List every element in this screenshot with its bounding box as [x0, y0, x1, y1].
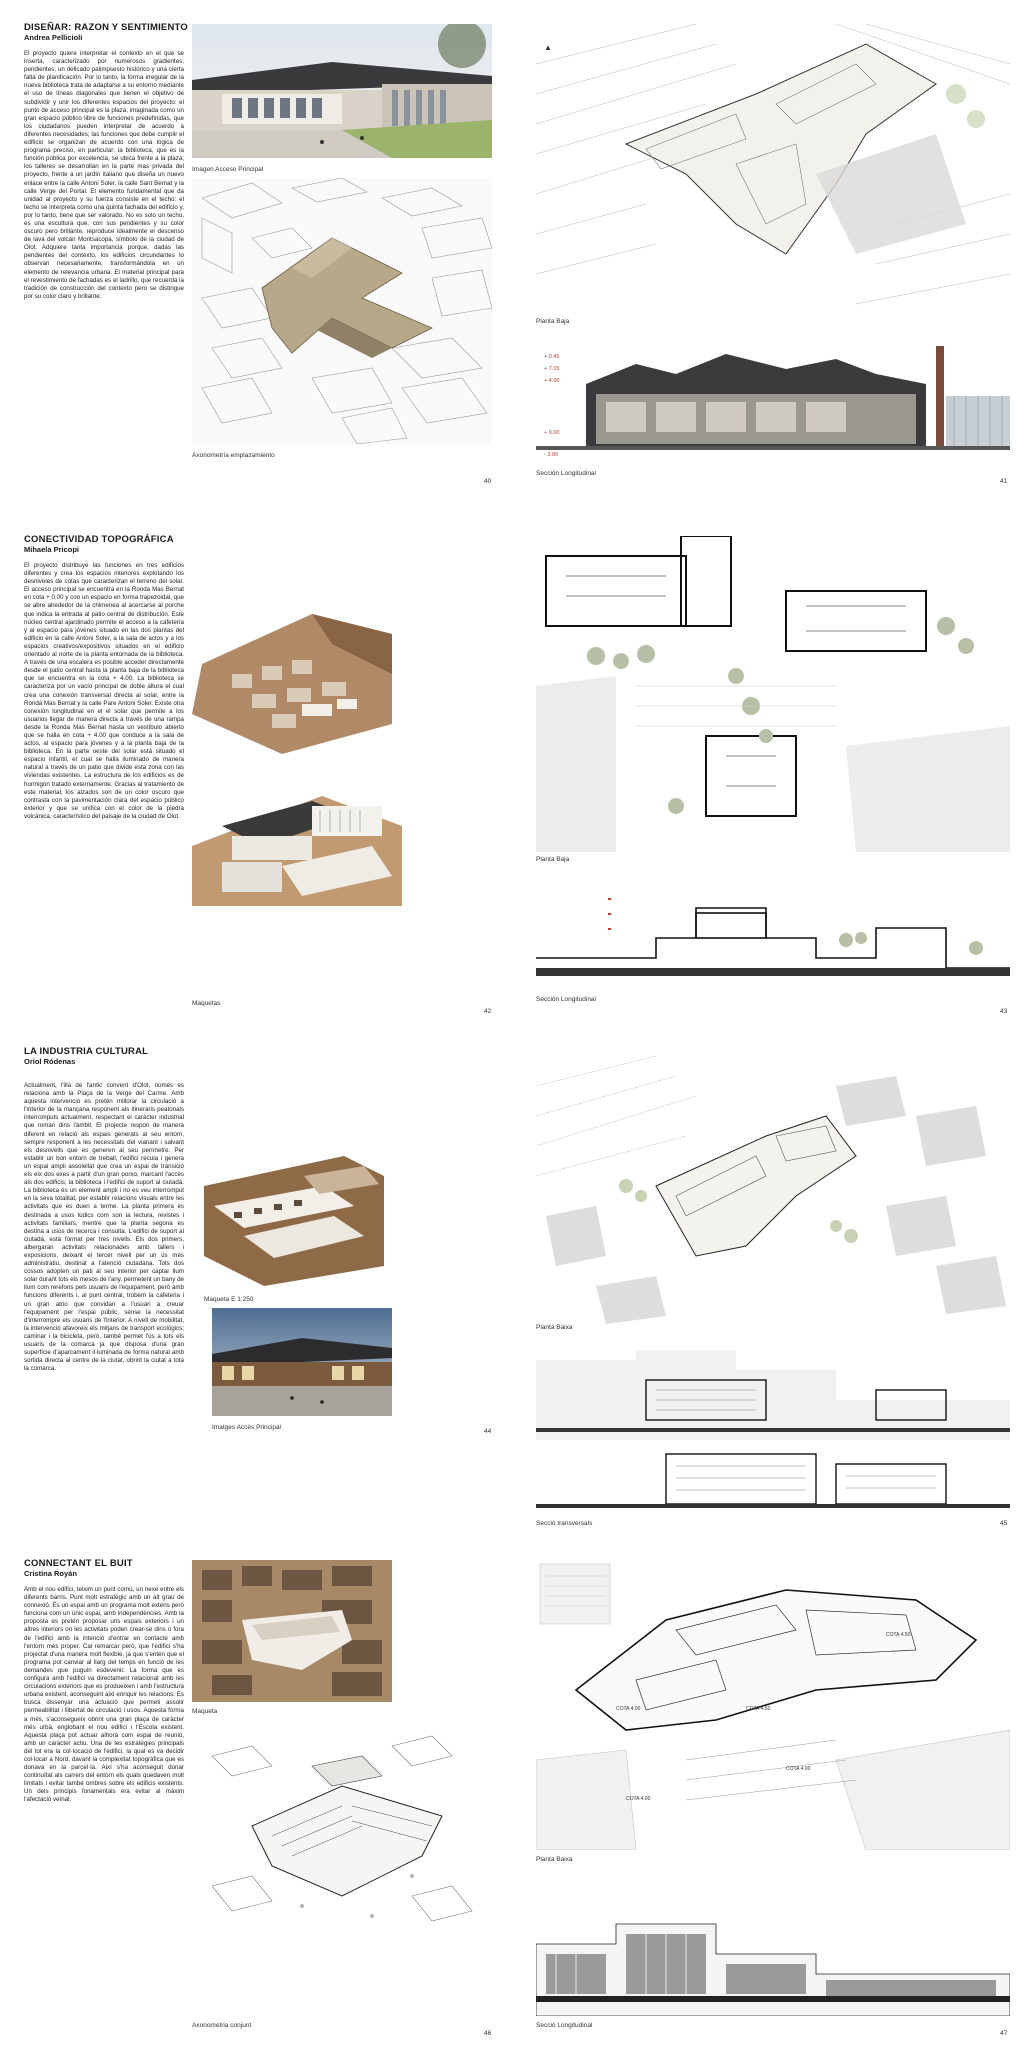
caption-axonometry: Axonometría emplazamiento [192, 452, 275, 459]
spread-44-45: LA INDUSTRIA CULTURAL Oriol Ródenas Actu… [0, 1024, 1024, 1536]
page-41: ▲ Planta Baja + 9.45 + 7.15 + 4.00 + 0.0… [512, 0, 1024, 512]
model-photo [204, 1156, 384, 1286]
page-number: 40 [484, 478, 492, 485]
page-number: 45 [1000, 1520, 1008, 1527]
page-46: CONNECTANT EL BUIT Cristina Royán Amb el… [0, 1536, 512, 2048]
project-author: Oriol Ródenas [24, 1057, 76, 1066]
longitudinal-section-drawing: + 9.45 + 7.15 + 4.00 + 0.00 - 3.00 [536, 334, 1010, 466]
spread-40-41: DISEÑAR: RAZON Y SENTIMIENTO Andrea Pell… [0, 0, 1024, 512]
caption-axonometry: Axonometria conjunt [192, 2022, 252, 2029]
caption-section: Sección Longitudinal [536, 470, 596, 477]
model-photo-site [192, 604, 392, 754]
render-main-access-image [192, 24, 492, 158]
level-label: COTA 4.00 [786, 1766, 811, 1772]
page-number: 41 [1000, 478, 1008, 485]
project-title: CONNECTANT EL BUIT [24, 1558, 133, 1569]
spread-42-43: CONECTIVIDAD TOPOGRÁFICA Mihaela Pricopi… [0, 512, 1024, 1024]
model-photo-detail [192, 766, 402, 906]
project-author: Andrea Pellicioli [24, 33, 83, 42]
caption-plan: Planta Baixa [536, 1856, 573, 1863]
page-number: 44 [484, 1428, 492, 1435]
caption-section: Secció transversals [536, 1520, 593, 1527]
page-47: COTA 4.50 COTA 4.00 COTA 4.50 COTA 4.00 … [512, 1536, 1024, 2048]
level-label: COTA 4.50 [886, 1632, 911, 1638]
page-number: 46 [484, 2030, 492, 2037]
axonometry-site-drawing [192, 178, 492, 444]
level-label: + 0.00 [544, 430, 559, 436]
spread-46-47: CONNECTANT EL BUIT Cristina Royán Amb el… [0, 1536, 1024, 2048]
ground-floor-plan-drawing: COTA 4.50 COTA 4.00 COTA 4.50 COTA 4.00 … [536, 1560, 1010, 1850]
caption-plan: Planta Baja [536, 318, 570, 325]
caption-plan: Planta Baja [536, 856, 570, 863]
caption-plan: Planta Baixa [536, 1324, 573, 1331]
caption-model: Maqueta [192, 1708, 218, 1715]
project-title: DISEÑAR: RAZON Y SENTIMIENTO [24, 22, 188, 33]
level-label: COTA 4.00 [616, 1706, 641, 1712]
page-43: Planta Baja Sección Longitudinal 43 [512, 512, 1024, 1024]
project-title: LA INDUSTRIA CULTURAL [24, 1046, 149, 1057]
ground-floor-plan-drawing: ▲ [536, 24, 1010, 314]
project-title: CONECTIVIDAD TOPOGRÁFICA [24, 534, 174, 545]
page-42: CONECTIVIDAD TOPOGRÁFICA Mihaela Pricopi… [0, 512, 512, 1024]
model-photo [192, 1560, 392, 1702]
page-number: 42 [484, 1008, 492, 1015]
caption-section: Sección Longitudinal [536, 996, 596, 1003]
page-44: LA INDUSTRIA CULTURAL Oriol Ródenas Actu… [0, 1024, 512, 1536]
level-label: + 9.45 [544, 354, 559, 360]
ground-floor-plan-drawing [536, 1056, 1010, 1326]
transversal-sections-drawing [536, 1444, 1010, 1514]
page-40: DISEÑAR: RAZON Y SENTIMIENTO Andrea Pell… [0, 0, 512, 512]
level-label: COTA 4.50 [746, 1706, 771, 1712]
project-description: El proyecto quiere interpretar el contex… [24, 50, 184, 300]
page-number: 47 [1000, 2030, 1008, 2037]
level-label: COTA 4.00 [626, 1796, 651, 1802]
transversal-sections-drawing [536, 1340, 1010, 1440]
caption-model: Maqueta E 1:250 [204, 1296, 254, 1303]
project-author: Cristina Royán [24, 1569, 77, 1578]
project-author: Mihaela Pricopi [24, 545, 80, 554]
axonometry-drawing [192, 1726, 492, 1956]
page-number: 43 [1000, 1008, 1008, 1015]
render-main-access-image [212, 1308, 392, 1416]
longitudinal-section-drawing [536, 1904, 1010, 2016]
level-label: + 4.00 [544, 378, 559, 384]
project-description: Actualment, l'illa de l'antic convent d'… [24, 1082, 184, 1373]
level-label: + 7.15 [544, 366, 559, 372]
project-description: El proyecto distribuye las funciones en … [24, 562, 184, 820]
caption-models: Maquetas [192, 1000, 221, 1007]
caption-render: Imatges Accés Principal [212, 1424, 282, 1431]
caption-section: Secció Longitudinal [536, 2022, 593, 2029]
ground-floor-plan-drawing [536, 536, 1010, 852]
svg-text:▲: ▲ [544, 43, 552, 52]
page-45: Planta Baixa Secció transversals 45 [512, 1024, 1024, 1536]
caption-render: Imagen Acceso Principal [192, 166, 264, 173]
project-description: Amb el nou edifici, teixim un punt comú,… [24, 1586, 184, 1804]
level-label: - 3.00 [544, 452, 558, 458]
longitudinal-section-drawing [536, 868, 1010, 988]
